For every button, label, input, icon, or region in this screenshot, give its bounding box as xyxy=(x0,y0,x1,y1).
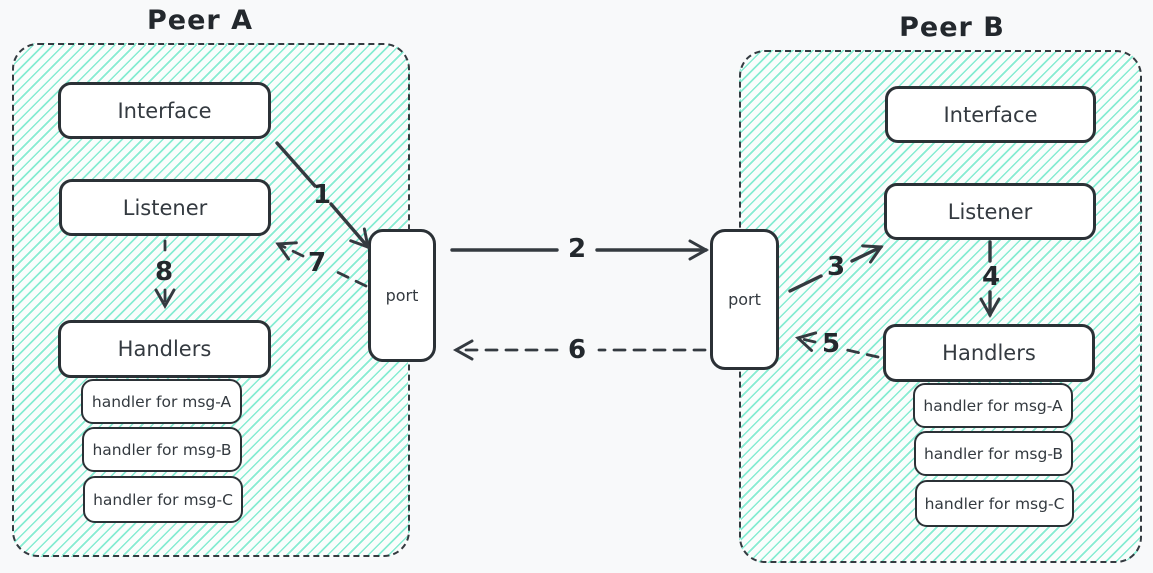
peer-a-handler-item-msg-a: handler for msg-A xyxy=(81,379,242,424)
peer-b-title: Peer B xyxy=(899,12,1005,43)
peer-b-port-box: port xyxy=(710,229,779,370)
arrow-2-label: 2 xyxy=(568,234,586,264)
peer-a-listener-box: Listener xyxy=(59,179,271,236)
arrow-6-port-b-to-port-a: 6 xyxy=(452,335,707,365)
peer-a-port-box: port xyxy=(368,229,436,362)
peer-b-handlers-box: Handlers xyxy=(883,324,1095,382)
peer-b-listener-box: Listener xyxy=(884,183,1096,240)
peer-b-handler-item-msg-c: handler for msg-C xyxy=(915,480,1074,527)
peer-a-handler-item-msg-c: handler for msg-C xyxy=(83,476,243,523)
peer-a-handlers-box: Handlers xyxy=(58,320,271,378)
peer-b-handler-item-msg-b: handler for msg-B xyxy=(914,431,1073,476)
peer-a-handler-item-msg-b: handler for msg-B xyxy=(82,427,242,472)
peer-b-handler-item-msg-a: handler for msg-A xyxy=(913,383,1073,428)
arrow-6-label: 6 xyxy=(568,335,586,365)
peer-a-interface-box: Interface xyxy=(58,82,271,139)
arrow-2-port-a-to-port-b: 2 xyxy=(450,234,710,264)
peer-a-title: Peer A xyxy=(146,5,254,36)
peer-b-interface-box: Interface xyxy=(885,86,1096,143)
